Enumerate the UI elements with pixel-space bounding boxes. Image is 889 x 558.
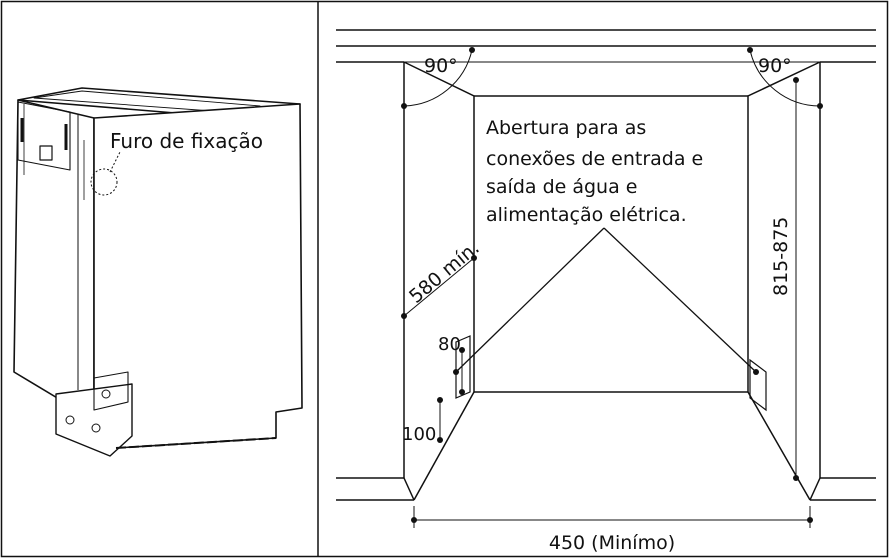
floor-right-edge (747, 391, 811, 501)
plinth-bracket (93, 371, 129, 411)
dim-dot (401, 313, 407, 319)
floor-corner-left (403, 477, 415, 501)
dim-dot (471, 255, 477, 261)
dim-dot (437, 397, 443, 403)
note-arrow-right (603, 227, 757, 373)
control-port (39, 145, 53, 161)
angle-label-right: 90° (758, 55, 792, 77)
foot-screw (101, 389, 111, 399)
opening-note: Abertura para as conexões de entrada e s… (486, 117, 709, 226)
dim-dot (411, 517, 417, 523)
foot-screw (91, 423, 101, 433)
dim-dot (807, 517, 813, 523)
niche-drawing (336, 29, 876, 528)
opening-note-line: Abertura para as (486, 117, 646, 139)
opening-right (749, 358, 767, 412)
opening-left (455, 335, 471, 399)
dimension-dots (401, 47, 823, 523)
dishwasher-side (13, 99, 95, 421)
dim-80-label: 80 (438, 334, 461, 355)
dim-100-label: 100 (402, 424, 436, 445)
floor-corner-right (809, 477, 821, 501)
dim-dot (817, 103, 823, 109)
dim-dot (793, 475, 799, 481)
note-arrow-left (455, 227, 605, 373)
foot-screw (65, 415, 75, 425)
depth-dim-line (403, 257, 475, 317)
dim-dot (453, 369, 459, 375)
height-label: 815-875 (770, 217, 792, 296)
floor-left-edge (413, 391, 475, 501)
opening-note-line: saída de água e (486, 176, 637, 198)
dim-dot (747, 47, 753, 53)
angle-label-left: 90° (424, 55, 458, 77)
opening-note-line: alimentação elétrica. (486, 204, 687, 226)
fixing-hole-label: Furo de fixação (110, 129, 263, 153)
fixing-hole-marker (90, 168, 118, 196)
dim-dot (437, 437, 443, 443)
dishwasher-plinth (55, 383, 133, 457)
dim-dot (753, 369, 759, 375)
dim-dot (793, 77, 799, 83)
angle-arc-left (403, 49, 473, 107)
dim-dot (401, 103, 407, 109)
dishwasher-illustration (13, 87, 303, 457)
base-rail (115, 437, 277, 449)
dim-dot (469, 47, 475, 53)
width-label: 450 (Minímo) (549, 532, 675, 554)
angle-arc-right (749, 49, 821, 107)
control-bracket (17, 101, 71, 171)
opening-note-line: conexões de entrada e (486, 148, 703, 170)
dim-dot (459, 347, 465, 353)
depth-label: 580 mín. (405, 237, 484, 308)
dim-dot (459, 389, 465, 395)
